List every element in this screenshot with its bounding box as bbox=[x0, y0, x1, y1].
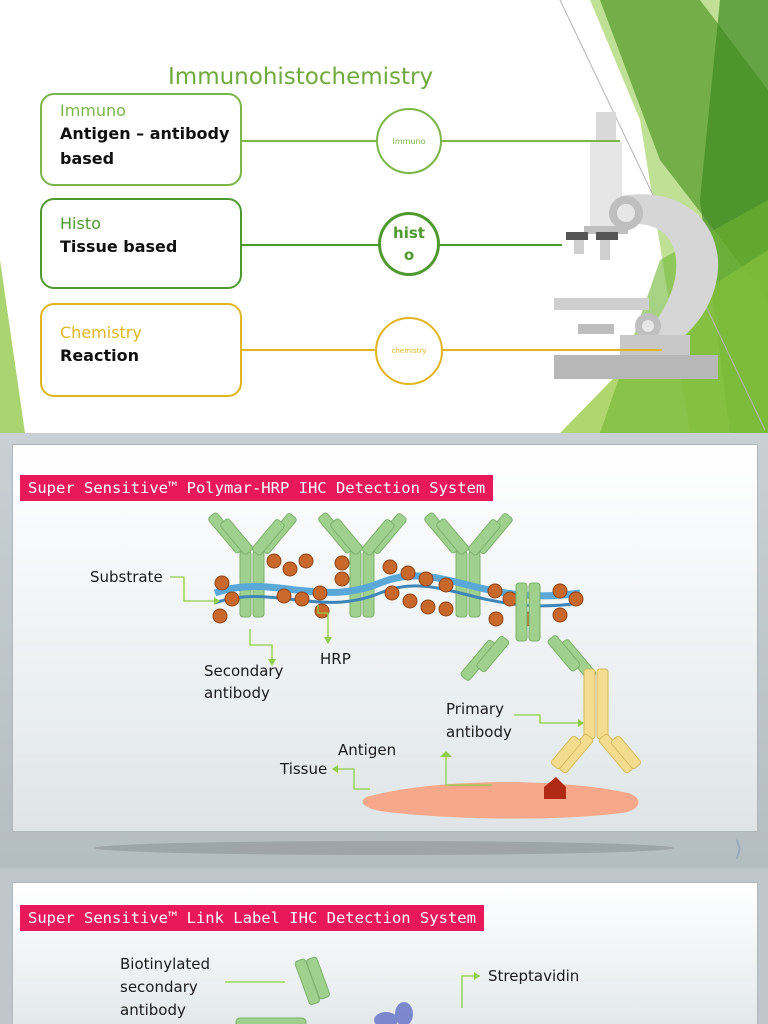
histo-box: Histo Tissue based bbox=[40, 198, 242, 289]
streptavidin-arrowhead bbox=[474, 972, 480, 980]
immuno-line2: based bbox=[60, 149, 115, 168]
chemistry-box: Chemistry Reaction bbox=[40, 303, 242, 397]
tissue-shape bbox=[362, 782, 639, 819]
label-tissue: Tissue bbox=[280, 760, 328, 778]
leader-lines bbox=[170, 576, 578, 790]
label-secondary-antibody-1: Secondary bbox=[204, 662, 284, 680]
polymer-banner: Super Sensitive™ Polymar-HRP IHC Detecti… bbox=[20, 475, 494, 501]
label-streptavidin: Streptavidin bbox=[488, 967, 580, 985]
histo-circle: hist o bbox=[378, 212, 440, 276]
link-label-art bbox=[225, 956, 480, 1024]
histo-heading: Histo bbox=[60, 214, 101, 233]
secondary-antibody-down bbox=[460, 582, 597, 681]
histo-line1: Tissue based bbox=[60, 237, 178, 256]
slide-polymer-hrp: Super Sensitive™ Polymar-HRP IHC Detecti… bbox=[0, 433, 768, 868]
chemistry-circle-label: chemistry bbox=[391, 347, 427, 355]
immuno-heading: Immuno bbox=[60, 101, 126, 120]
immuno-box: Immuno Antigen – antibody based bbox=[40, 93, 242, 186]
watermark-logo: ⟩ bbox=[734, 837, 743, 862]
biotinylated-antibody bbox=[235, 956, 331, 1024]
primary-antibody bbox=[550, 668, 642, 774]
green-facet-left bbox=[0, 260, 25, 433]
hrp-beads bbox=[212, 553, 584, 627]
histo-circle-label: hist o bbox=[393, 224, 425, 264]
immuno-line1: Antigen – antibody bbox=[60, 124, 230, 143]
label-antigen: Antigen bbox=[338, 741, 397, 759]
leader-arrowheads bbox=[214, 597, 584, 773]
label-primary-antibody-2: antibody bbox=[446, 723, 512, 741]
link-label-banner: Super Sensitive™ Link Label IHC Detectio… bbox=[20, 905, 484, 931]
label-biotinylated-2: secondary bbox=[120, 978, 198, 996]
immuno-circle-label: Immuno bbox=[392, 136, 426, 146]
panel-shadow bbox=[94, 841, 674, 855]
slide1-decoration bbox=[0, 0, 768, 433]
slide-immunohistochemistry: Immunohistochemistry Immuno Antigen – an… bbox=[0, 0, 768, 433]
connector-line-chemistry bbox=[242, 349, 662, 351]
chemistry-heading: Chemistry bbox=[60, 323, 142, 342]
label-secondary-antibody-2: antibody bbox=[204, 684, 270, 702]
immuno-circle: Immuno bbox=[376, 108, 442, 174]
streptavidin-shape bbox=[374, 1002, 413, 1024]
polymer-diagram-art bbox=[94, 512, 674, 855]
antigen-shape bbox=[544, 777, 566, 799]
microscope-icon bbox=[554, 112, 719, 379]
label-substrate: Substrate bbox=[90, 568, 163, 586]
slide-link-label: Super Sensitive™ Link Label IHC Detectio… bbox=[0, 868, 768, 1024]
label-hrp: HRP bbox=[320, 650, 351, 668]
chemistry-circle: chemistry bbox=[375, 317, 443, 385]
label-biotinylated-3: antibody bbox=[120, 1001, 186, 1019]
chemistry-line1: Reaction bbox=[60, 346, 139, 365]
page-title: Immunohistochemistry bbox=[168, 64, 434, 90]
label-biotinylated-1: Biotinylated bbox=[120, 955, 211, 973]
label-primary-antibody-1: Primary bbox=[446, 700, 504, 718]
link-leader-lines bbox=[225, 975, 480, 1008]
